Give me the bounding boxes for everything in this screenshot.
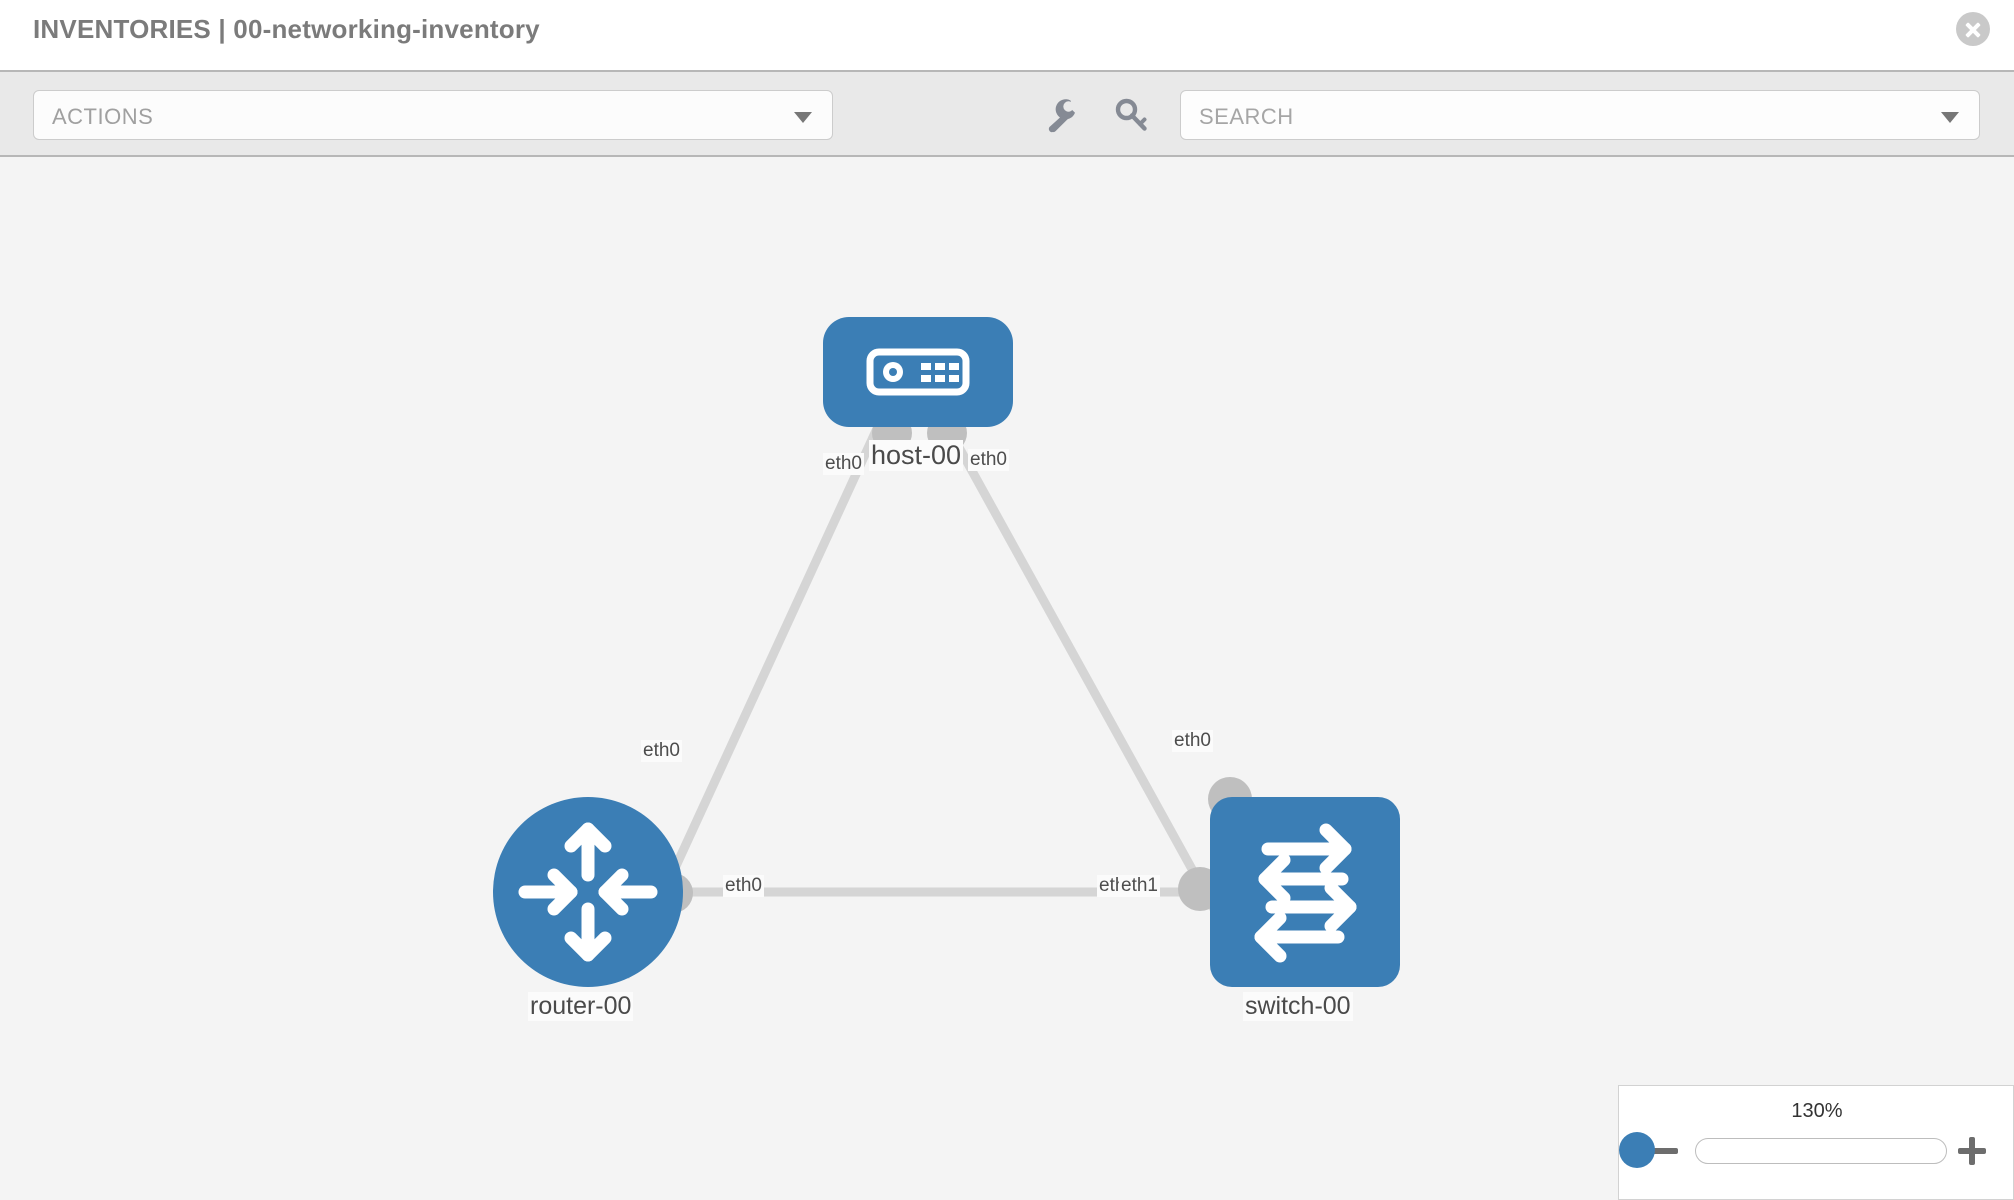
topology-node-label-switch-00: switch-00 [1243, 992, 1353, 1021]
edge-label-switch-left-b: eth1 [1119, 875, 1160, 897]
edge-label-switch-up: eth0 [1172, 730, 1213, 752]
node-shape-router-00[interactable] [493, 797, 683, 987]
actions-dropdown[interactable]: ACTIONS [33, 90, 833, 140]
chevron-down-icon[interactable] [1941, 112, 1959, 123]
key-icon[interactable] [1110, 94, 1152, 136]
chevron-down-icon [794, 112, 812, 123]
zoom-out-button[interactable] [1647, 1134, 1681, 1168]
link-host-switch [941, 419, 1239, 950]
topology-node-label-router-00: router-00 [528, 992, 634, 1021]
topology-canvas[interactable]: host-00 eth0 eth0 [0, 157, 2014, 1200]
edge-label-router-up: eth0 [641, 740, 682, 762]
zoom-slider-thumb[interactable] [1619, 1132, 1655, 1168]
topology-node-switch-00[interactable] [1178, 777, 1400, 987]
zoom-in-button[interactable] [1955, 1134, 1989, 1168]
topology-node-router-00[interactable] [493, 797, 693, 987]
page-title: INVENTORIES | 00-networking-inventory [33, 14, 540, 44]
zoom-level-label: 130% [1791, 1100, 1843, 1122]
zoom-control-panel: 130% [1618, 1085, 2014, 1200]
toolbar: ACTIONS SEARCH [0, 70, 2014, 157]
node-shape-switch-00[interactable] [1210, 797, 1400, 987]
page-header: INVENTORIES | 00-networking-inventory [0, 0, 2014, 70]
edge-label-host-right: eth0 [968, 449, 1009, 471]
zoom-slider-track[interactable] [1695, 1138, 1947, 1164]
router-arrows-icon [518, 822, 658, 962]
actions-dropdown-label: ACTIONS [52, 104, 154, 129]
search-input-placeholder: SEARCH [1199, 104, 1294, 129]
plus-icon-vertical [1969, 1137, 1975, 1165]
search-input[interactable]: SEARCH [1180, 90, 1980, 140]
wrench-icon[interactable] [1040, 94, 1082, 136]
topology-node-label-host-00: host-00 [869, 440, 964, 471]
close-icon[interactable] [1956, 12, 1990, 46]
server-icon [866, 348, 970, 396]
edge-label-host-left: eth0 [823, 453, 864, 475]
edge-label-router-right: eth0 [723, 875, 764, 897]
topology-links [620, 419, 1239, 979]
switch-arrows-icon [1254, 823, 1357, 963]
node-shape-host-00[interactable] [823, 317, 1013, 427]
minus-icon [1650, 1148, 1678, 1154]
